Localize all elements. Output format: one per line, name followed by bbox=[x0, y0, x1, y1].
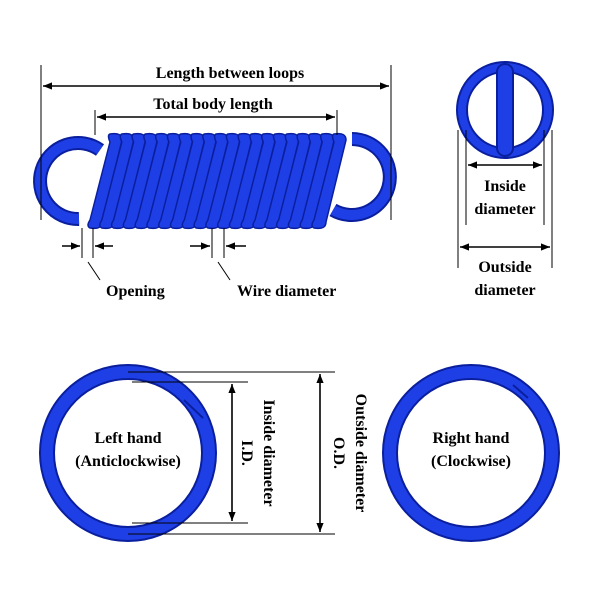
end-inside-diameter-label-1: Inside bbox=[484, 178, 526, 195]
wire-diameter-dimension: Wire diameter bbox=[190, 228, 336, 300]
end-outside-diameter-label-1: Outside bbox=[478, 259, 531, 276]
coil-outside-diameter-label: Outside diameter bbox=[352, 394, 369, 513]
coil-od-abbrev-label: O.D. bbox=[330, 437, 347, 469]
coil-inside-diameter-label: Inside diameter bbox=[260, 399, 277, 506]
opening-label: Opening bbox=[106, 283, 165, 300]
total-body-length-label: Total body length bbox=[153, 96, 273, 113]
right-hand-label-2: (Clockwise) bbox=[431, 453, 511, 470]
right-hand-wire-end bbox=[512, 384, 529, 399]
coil-turn bbox=[311, 132, 347, 230]
coil-outside-diameter-dimension: Outside diameter O.D. bbox=[128, 371, 369, 535]
left-hand-coil: Left hand (Anticlockwise) bbox=[39, 364, 217, 542]
left-hand-label-1: Left hand bbox=[94, 430, 161, 447]
opening-dimension: Opening bbox=[62, 228, 165, 300]
end-view-hook-bar bbox=[496, 63, 514, 157]
extension-spring bbox=[33, 132, 397, 230]
wire-diameter-label: Wire diameter bbox=[237, 283, 336, 300]
spring-coil-body bbox=[87, 132, 347, 230]
coil-id-abbrev-label: I.D. bbox=[238, 440, 255, 466]
length-between-loops-dimension: Length between loops bbox=[40, 65, 392, 220]
total-body-length-dimension: Total body length bbox=[94, 96, 338, 135]
left-hand-label-2: (Anticlockwise) bbox=[75, 453, 181, 470]
spring-end-view: Inside diameter Outside diameter bbox=[456, 61, 554, 299]
coil-inside-diameter-dimension: Inside diameter I.D. bbox=[132, 381, 277, 524]
right-hand-coil: Right hand (Clockwise) bbox=[382, 364, 560, 542]
end-outside-diameter-label-2: diameter bbox=[474, 282, 535, 299]
right-hand-label-1: Right hand bbox=[433, 430, 510, 447]
length-between-loops-label: Length between loops bbox=[156, 65, 304, 82]
left-hand-wire-end bbox=[183, 399, 204, 419]
end-inside-diameter-label-2: diameter bbox=[474, 201, 535, 218]
right-hand-ring bbox=[384, 366, 558, 540]
